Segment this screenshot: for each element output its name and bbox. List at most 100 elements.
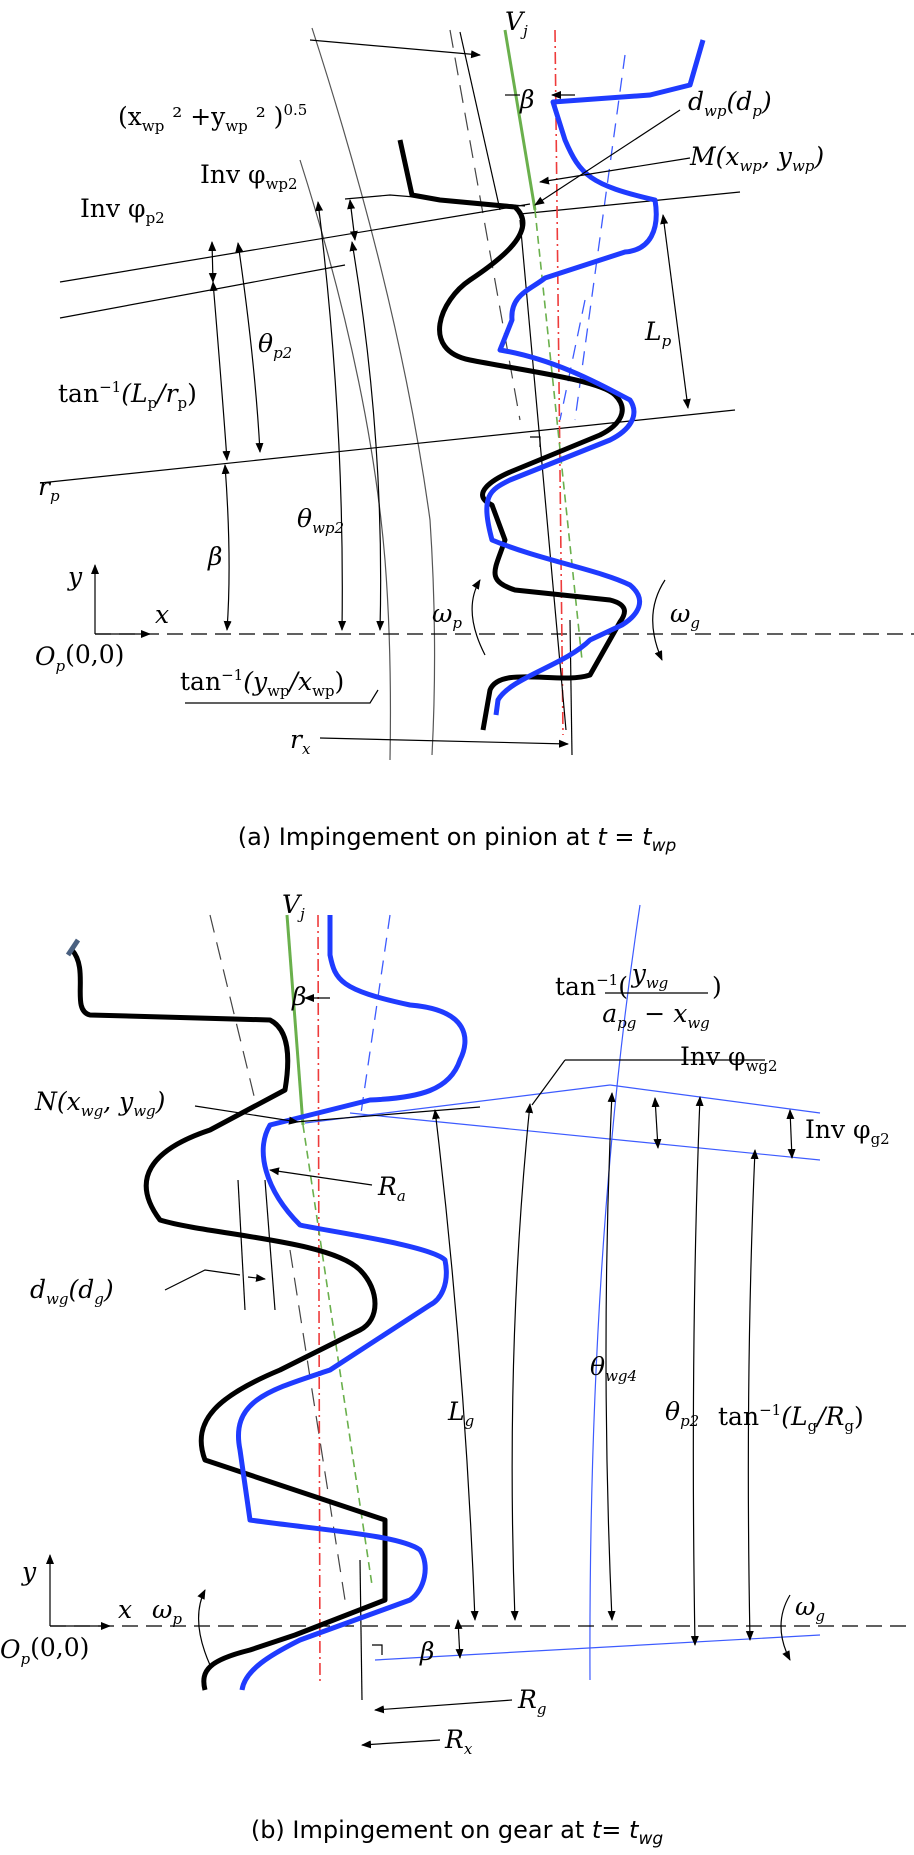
dim-beta-a	[221, 464, 232, 631]
dim-lp	[660, 214, 691, 409]
label-inv-g2: Inv φg2	[805, 1115, 890, 1148]
leader-ra	[269, 1167, 373, 1186]
label-vj-a: V	[505, 7, 526, 36]
right-angle-b	[372, 1644, 383, 1655]
label-rx-a: rx	[290, 725, 311, 758]
label-rg: Rg	[517, 1685, 546, 1718]
label-inv-wp2: Inv φwp2	[200, 160, 298, 193]
panel-b	[46, 904, 914, 1749]
dim-theta-p2-b	[690, 1096, 704, 1646]
label-inv-p2: Inv φp2	[80, 194, 165, 227]
label-tan-lp: tan−1(Lp/rp)	[58, 378, 197, 412]
label-dwp: dwp(dp)	[688, 87, 772, 120]
label-omega-g-a: ωg	[670, 599, 700, 632]
dim-inv-g2	[786, 1109, 796, 1159]
label-tan-lg: tan−1(Lg/Rg)	[718, 1401, 864, 1435]
panel-a-labels: Vj β (xwp ² +ywp ² )0.5 dwp(dp) M(xwp, y…	[35, 7, 824, 856]
blue-guide-a2	[559, 299, 586, 421]
tan-y-leader	[185, 689, 379, 704]
label-beta-bot-b: β	[419, 1637, 434, 1666]
label-omega-p-b: ωp	[152, 1595, 182, 1628]
dg-line-1	[237, 1179, 246, 1311]
label-vj-b: Vj	[282, 890, 305, 923]
leader-n	[194, 1105, 299, 1125]
dim-tan-lp	[209, 281, 231, 461]
center-line-b	[317, 914, 321, 1686]
label-beta-top-b: β	[291, 982, 306, 1011]
omega-p-arc-b	[197, 1589, 211, 1666]
guide-dashed-a	[449, 29, 521, 421]
pinion-tooth-a	[397, 139, 627, 731]
gear-pitch-arc	[589, 904, 641, 1681]
label-theta-wg4: θwg4	[590, 1352, 637, 1385]
label-rx-b: Rx	[444, 1725, 473, 1758]
line-inv-p2	[59, 264, 346, 319]
label-x-axis-a: x	[155, 600, 169, 629]
label-y-axis-a: y	[67, 562, 83, 591]
label-x-axis-b: x	[118, 1595, 132, 1624]
label-m-point: M(xwp, ywp)	[689, 142, 824, 175]
dim-lg	[432, 1109, 479, 1621]
dim-tan-frac	[510, 1103, 534, 1621]
dim-theta-p2	[235, 242, 264, 453]
outer-arc	[311, 27, 436, 756]
label-dwg: dwg(dg)	[30, 1275, 114, 1308]
dim-theta-wp2	[315, 201, 347, 631]
label-rp: rp	[38, 472, 60, 505]
gear-tooth-a	[484, 39, 706, 716]
dim-tan-y	[349, 241, 385, 631]
label-y-axis-b: y	[21, 1557, 37, 1586]
label-beta-mid-a: β	[207, 542, 222, 571]
blue-guide-b	[359, 914, 391, 1121]
panel-b-labels: Vj β tan−1( ywg apg − xwg ) Inv φwg2 Inv…	[0, 890, 890, 1849]
radius-ext	[459, 31, 501, 211]
dg-line-2	[264, 1179, 276, 1311]
dim-rx-a	[319, 737, 569, 748]
line-inv-wp2	[59, 203, 531, 283]
omega-p-arc-a	[471, 579, 486, 656]
dim-theta-wg4	[605, 1092, 616, 1621]
line-wg-b	[349, 1112, 821, 1161]
omega-g-arc-a	[652, 579, 666, 661]
dp-line-a	[519, 219, 567, 731]
caption-b: (b) Impingement on gear at t= twg	[251, 1816, 664, 1849]
label-origin-a: Op(0,0)	[35, 640, 124, 675]
dim-radius	[309, 39, 481, 59]
line-wg-a	[609, 1084, 821, 1114]
rx-vertical-a	[569, 619, 573, 756]
label-tan-y: tan−1(ywp/xwp)	[180, 666, 344, 700]
dim-inv-wp2	[347, 199, 358, 241]
label-lg: Lg	[447, 1397, 474, 1430]
svg-text:Vj: Vj	[505, 7, 528, 40]
leader-dwg	[164, 1269, 241, 1291]
label-inv-wg2: Inv φwg2	[680, 1042, 778, 1075]
leader-dwp	[534, 109, 681, 206]
gear-tooth-b	[236, 915, 468, 1691]
label-origin-b: Op(0,0)	[0, 1633, 89, 1668]
label-omega-p-a: ωp	[432, 599, 462, 632]
jet-path-a	[534, 209, 583, 661]
omega-g-arc-b	[780, 1594, 791, 1661]
dim-tan-lg	[745, 1149, 759, 1641]
rx-vertical-b	[359, 1559, 363, 1701]
blue-guide-a1	[574, 54, 626, 421]
pinion-tooth-b	[69, 948, 388, 1691]
guide-dashed-b2	[289, 1249, 346, 1601]
dim-inv-p2	[208, 241, 217, 283]
label-ra: Ra	[377, 1172, 406, 1205]
caption-a: (a) Impingement on pinion at t = twp	[238, 823, 677, 856]
center-line-a	[554, 29, 564, 736]
label-lp: Lp	[644, 317, 672, 350]
dim-rg	[374, 1699, 513, 1714]
label-tan-frac-close: )	[712, 972, 722, 1001]
dim-beta-b	[454, 1619, 464, 1659]
right-angle-a	[530, 436, 541, 447]
dim-inv-wg2	[651, 1097, 662, 1149]
tan-frac-leader-2	[531, 1059, 566, 1106]
label-theta-wp2: θwp2	[297, 504, 344, 537]
label-omega-g-b: ωg	[795, 1592, 825, 1625]
label-beta-top-a: β	[519, 85, 534, 114]
dim-rx-b	[361, 1739, 441, 1749]
label-tan-frac-den: apg − xwg	[602, 999, 710, 1032]
